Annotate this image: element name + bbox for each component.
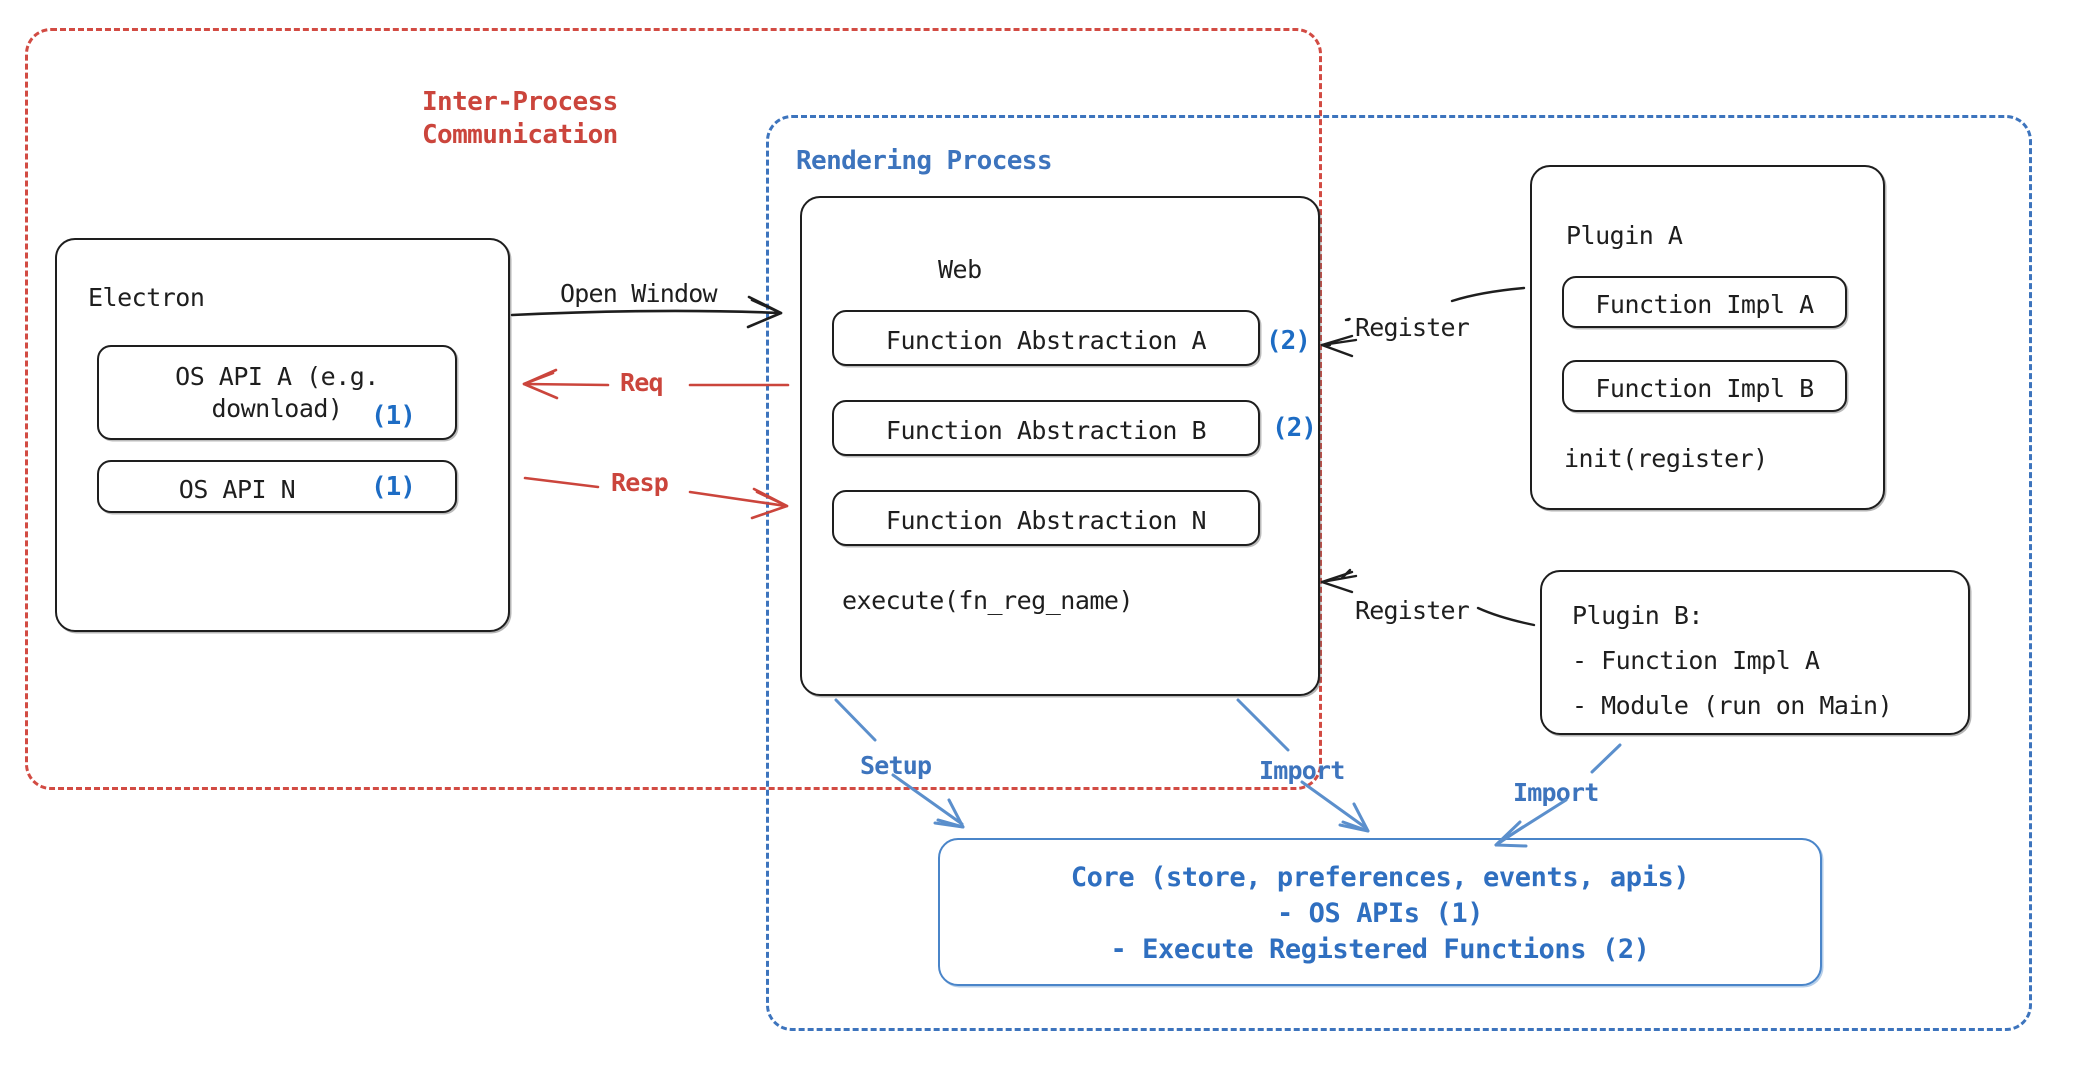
os-api-a-label: OS API A (e.g. download): [175, 362, 379, 423]
function-abstraction-n-box[interactable]: Function Abstraction N: [832, 490, 1260, 546]
function-abstraction-b-box[interactable]: Function Abstraction B: [832, 400, 1260, 456]
plugin-a-impl-a-box[interactable]: Function Impl A: [1562, 276, 1847, 328]
plugin-a-impl-b-box[interactable]: Function Impl B: [1562, 360, 1847, 412]
edge-label-import-web: Import: [1259, 756, 1345, 785]
plugin-b-line-1: Plugin B:: [1572, 601, 1703, 630]
function-abstraction-a-box[interactable]: Function Abstraction A: [832, 310, 1260, 366]
edge-label-req: Req: [620, 368, 664, 397]
function-abstraction-n-label: Function Abstraction N: [885, 506, 1207, 535]
core-box[interactable]: Core (store, preferences, events, apis) …: [938, 838, 1822, 986]
group-inter-process-communication: [25, 28, 1322, 790]
os-api-a-box[interactable]: OS API A (e.g. download): [97, 345, 457, 440]
os-api-n-label: OS API N: [178, 475, 296, 504]
web-title: Web: [938, 255, 982, 284]
plugin-b-box[interactable]: [1540, 570, 1970, 735]
plugin-a-impl-b-label: Function Impl B: [1595, 374, 1814, 403]
edge-label-register-plugin-b: Register: [1355, 596, 1470, 625]
group-rendering-process: [766, 115, 2032, 1031]
group-title-rendering-process: Rendering Process: [796, 146, 1053, 176]
plugin-a-init-label: init(register): [1564, 444, 1768, 473]
edge-label-open-window: Open Window: [560, 279, 718, 308]
core-line-2: - OS APIs (1): [1276, 898, 1484, 929]
core-line-3: - Execute Registered Functions (2): [1110, 934, 1650, 965]
function-abstraction-b-label: Function Abstraction B: [885, 416, 1207, 445]
plugin-a-impl-a-label: Function Impl A: [1595, 290, 1814, 319]
os-api-n-marker: (1): [371, 472, 416, 502]
plugin-b-line-2: - Function Impl A: [1572, 646, 1820, 675]
edge-label-resp: Resp: [611, 468, 669, 497]
edge-label-setup: Setup: [860, 751, 932, 780]
function-abstraction-a-label: Function Abstraction A: [885, 326, 1207, 355]
edge-label-import-plugin: Import: [1513, 778, 1599, 807]
plugin-a-title: Plugin A: [1566, 221, 1683, 250]
os-api-a-marker: (1): [371, 401, 416, 431]
web-execute-label: execute(fn_reg_name): [842, 586, 1134, 615]
os-api-n-box[interactable]: OS API N: [97, 460, 457, 513]
edge-label-register-plugin-a: Register: [1355, 313, 1470, 342]
plugin-a-box[interactable]: [1530, 165, 1885, 510]
group-title-ipc: Inter-Process Communication: [422, 87, 618, 151]
core-line-1: Core (store, preferences, events, apis): [1070, 862, 1690, 893]
electron-title: Electron: [88, 283, 205, 312]
function-abstraction-a-marker: (2): [1266, 326, 1311, 356]
function-abstraction-b-marker: (2): [1272, 413, 1317, 443]
plugin-b-line-3: - Module (run on Main): [1572, 691, 1893, 720]
